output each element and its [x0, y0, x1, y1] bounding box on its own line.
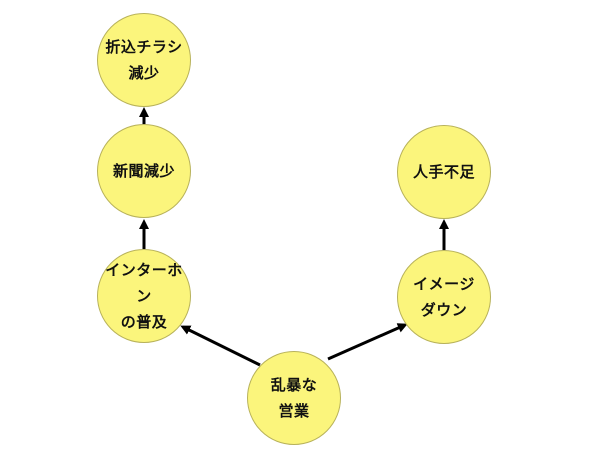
- node-hitode: 人手不足: [397, 125, 491, 219]
- node-label: 新聞減少: [112, 161, 175, 180]
- node-interphone: インターホン の普及: [97, 249, 191, 343]
- node-shinbun: 新聞減少: [97, 124, 191, 218]
- node-label: イメージ ダウン: [413, 274, 475, 319]
- node-label: 乱暴な 営業: [270, 375, 318, 420]
- node-label: インターホン の普及: [105, 260, 183, 332]
- node-ranbo: 乱暴な 営業: [247, 351, 341, 445]
- arrow-ranbo-to-image: [327, 323, 408, 361]
- arrow-ranbo-to-interphone: [180, 325, 261, 367]
- node-label: 人手不足: [412, 162, 475, 181]
- node-image: イメージ ダウン: [397, 250, 491, 344]
- node-label: 折込チラシ 減少: [105, 37, 183, 82]
- node-oritsuke: 折込チラシ 減少: [97, 13, 191, 107]
